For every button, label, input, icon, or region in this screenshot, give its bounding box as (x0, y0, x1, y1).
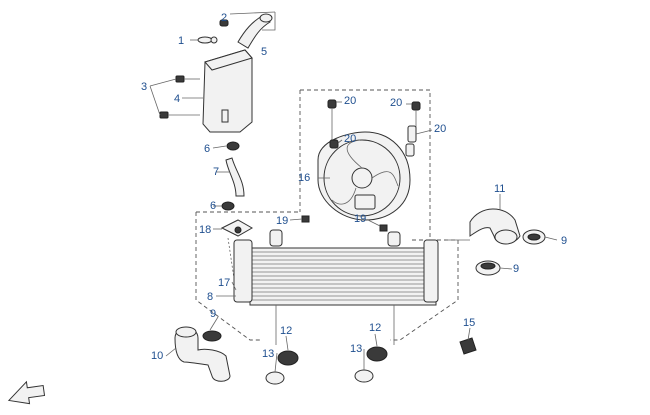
grommet-left (301, 215, 310, 223)
callout-20-top-right: 20 (390, 97, 402, 109)
callout-12-left: 12 (280, 325, 292, 337)
fan-mounting-bolts (327, 99, 421, 157)
reservoir-filler-hose (219, 13, 273, 49)
callout-leaders (149, 39, 558, 373)
reservoir-hose (221, 141, 245, 211)
callout-13-right: 13 (350, 343, 362, 355)
bracket (459, 337, 477, 355)
fan-assembly-boundary (300, 89, 431, 241)
callout-11: 11 (494, 183, 505, 195)
callout-19-left: 19 (276, 215, 288, 227)
callout-6-lower: 6 (210, 200, 216, 212)
callout-2: 2 (221, 12, 227, 24)
front-direction-arrow-icon (7, 380, 46, 405)
lower-radiator-hose (174, 326, 231, 382)
callout-1: 1 (178, 35, 184, 47)
callout-9-lower-right: 9 (513, 263, 519, 275)
callout-12-right: 12 (369, 322, 381, 334)
hose-clamp-upper (522, 229, 546, 245)
callout-10: 10 (151, 350, 163, 362)
callout-16: 16 (298, 172, 310, 184)
callout-15: 15 (463, 317, 475, 329)
radiator-boundary-left (195, 212, 260, 341)
cooling-fan (317, 131, 411, 221)
callout-8: 8 (207, 291, 213, 303)
upper-radiator-hose (446, 208, 521, 245)
callout-20-top-left: 20 (344, 95, 356, 107)
callout-9-upper-right: 9 (561, 235, 567, 247)
callout-19-right: 19 (354, 213, 366, 225)
callout-5: 5 (261, 46, 267, 58)
radiator-mounts-left (265, 350, 299, 385)
callout-4: 4 (174, 93, 180, 105)
coolant-reservoir (202, 49, 253, 133)
callout-3: 3 (141, 81, 147, 93)
reservoir-clip (197, 36, 218, 44)
grommet-right (379, 224, 388, 232)
callout-6: 6 (204, 143, 210, 155)
callout-labels: 1 2 3 4 5 6 6 7 8 9 9 9 10 11 12 12 13 1… (141, 12, 567, 362)
callout-9-left: 9 (210, 308, 216, 320)
radiator-cap (220, 219, 254, 237)
radiator-mounts-right (354, 346, 388, 383)
hose-clamp-lower (475, 260, 501, 276)
callout-13-left: 13 (262, 348, 274, 360)
callout-20-middle: 20 (344, 133, 356, 145)
callout-17: 17 (218, 277, 230, 289)
radiator-boundary-right (390, 239, 459, 341)
callout-7: 7 (213, 166, 219, 178)
callout-18: 18 (199, 224, 211, 236)
callout-20-right: 20 (434, 123, 446, 135)
radiator (233, 229, 439, 345)
